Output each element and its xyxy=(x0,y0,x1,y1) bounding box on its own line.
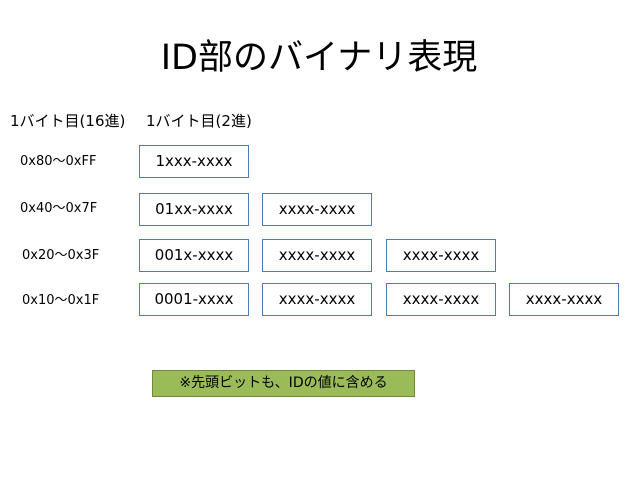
row-3-byte-1: 001x-xxxx xyxy=(139,239,249,272)
header-hex: 1バイト目(16進) xyxy=(10,112,126,130)
row-3-byte-2: xxxx-xxxx xyxy=(262,239,372,272)
header-bin: 1バイト目(2進) xyxy=(146,112,252,130)
row-1-range: 0x80〜0xFF xyxy=(20,154,97,169)
row-3-byte-3: xxxx-xxxx xyxy=(386,239,496,272)
row-4-byte-2: xxxx-xxxx xyxy=(262,283,372,316)
row-1-byte-1: 1xxx-xxxx xyxy=(139,145,249,178)
row-2-range: 0x40〜0x7F xyxy=(20,201,98,216)
row-4-range: 0x10〜0x1F xyxy=(22,293,100,308)
slide-title: ID部のバイナリ表現 xyxy=(160,38,478,78)
note-label: ※先頭ビットも、IDの値に含める xyxy=(152,370,415,397)
row-4-byte-4: xxxx-xxxx xyxy=(509,283,619,316)
row-4-byte-3: xxxx-xxxx xyxy=(386,283,496,316)
row-4-byte-1: 0001-xxxx xyxy=(139,283,249,316)
row-3-range: 0x20〜0x3F xyxy=(22,248,100,263)
row-2-byte-1: 01xx-xxxx xyxy=(139,193,249,226)
row-2-byte-2: xxxx-xxxx xyxy=(262,193,372,226)
